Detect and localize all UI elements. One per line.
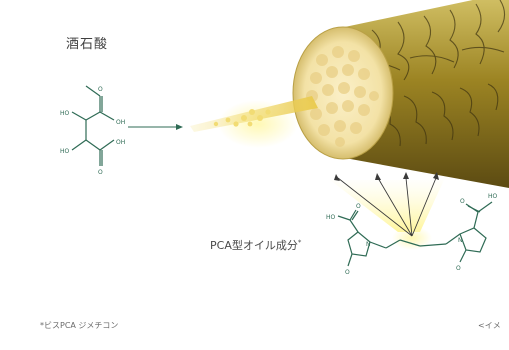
atom-label: O xyxy=(98,169,103,176)
atom-label: O xyxy=(356,203,361,210)
atom-label: O xyxy=(456,265,461,272)
atom-label: OH xyxy=(116,119,125,126)
atom-label: O xyxy=(460,198,465,205)
atom-label: N xyxy=(366,241,371,248)
footnote-mark: * xyxy=(297,238,302,247)
tartaric-acid-label: 酒石酸 xyxy=(66,37,109,52)
pca-oil-label: PCA型オイル成分* xyxy=(210,237,301,253)
atom-label: HO xyxy=(60,110,70,117)
atom-label: HO xyxy=(326,214,336,221)
absorption-arrows xyxy=(330,172,444,250)
pca-oil-atoms: HO O N O HO O N O xyxy=(326,193,498,276)
atom-label: O xyxy=(98,86,103,93)
pca-oil-molecule xyxy=(337,201,493,267)
tartaric-acid-atoms: HO OH HO OH O O xyxy=(60,86,125,176)
atom-label: HO xyxy=(488,193,498,200)
pca-oil-label-text: PCA型オイル成分 xyxy=(210,239,298,252)
atom-label: OH xyxy=(116,139,125,146)
footnote: *ビスPCA ジメチコン xyxy=(40,321,119,330)
atom-label: O xyxy=(345,269,350,276)
hair-strand xyxy=(292,0,509,188)
acid-arrow xyxy=(128,124,183,130)
image-note: <イメ xyxy=(478,321,501,330)
penetration-beam xyxy=(190,96,318,148)
atom-label: HO xyxy=(60,148,70,155)
atom-label: N xyxy=(458,237,463,244)
tartaric-acid-molecule xyxy=(71,85,115,166)
